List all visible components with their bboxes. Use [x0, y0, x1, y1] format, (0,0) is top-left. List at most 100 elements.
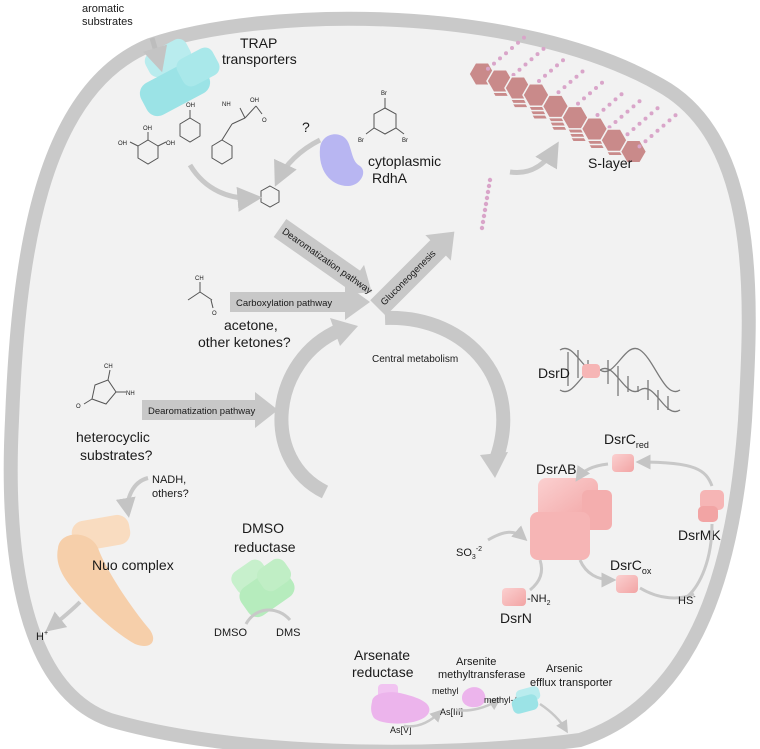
s-layer-glycan-bead: [504, 51, 508, 56]
efflux-out-arrow: [539, 702, 568, 734]
br-1: Br: [381, 91, 387, 97]
s-layer-glycan-bead: [637, 144, 642, 149]
nuo-label: Nuo complex: [92, 557, 174, 573]
rdha-label-2: RdhA: [372, 170, 408, 186]
question-mark: ?: [302, 119, 310, 135]
dmso-reductase-label-2: reductase: [234, 539, 296, 555]
s-layer-glycan-bead: [537, 79, 541, 83]
phenol-structure-icon: [179, 110, 201, 143]
s-layer-glycan-bead: [625, 132, 630, 137]
arsenite-label-2: methyltransferase: [438, 669, 525, 681]
arsenite-label-1: Arsenite: [456, 656, 496, 668]
s-layer-glycan-bead: [673, 113, 678, 118]
s-layer-glycan-bead: [574, 74, 579, 79]
dsrab-to-dsrc-ox-arrow: [578, 559, 617, 588]
nadh-arrow: [115, 476, 149, 518]
arsenic-efflux-label-2: efflux transporter: [530, 677, 613, 689]
heterocyclic-label-2: substrates?: [80, 447, 153, 463]
aromatic-label-2: substrates: [82, 16, 133, 28]
phe-o: O: [262, 118, 267, 124]
s-layer-glycan-bead: [655, 128, 660, 133]
dsrn-icon: [502, 588, 526, 606]
s-layer-glycan-bead: [655, 106, 660, 111]
dearomatization-arrow-2: Dearomatization pathway: [142, 392, 278, 428]
rdha-label-1: cytoplasmic: [368, 153, 441, 169]
het-o: O: [76, 404, 81, 410]
methyl-as-label: methyl-As: [484, 695, 525, 705]
s-layer-icon: [468, 35, 678, 164]
dsrab-to-dsrn-arrow: [529, 559, 544, 592]
s-layer-glycan-bead: [631, 104, 636, 109]
aromatic-to-benzene-arrow: [187, 163, 263, 212]
arsenate-reductase-icon: [371, 684, 430, 724]
s-layer-glycan-bead: [511, 72, 516, 77]
s-layer-glycan-bead: [498, 56, 502, 61]
dsrc-ox-label: DsrCox: [610, 557, 652, 576]
s-layer-glycan-bead: [607, 125, 612, 130]
s-layer-glycan-bead: [643, 139, 648, 144]
s-layer-glycan-bead: [607, 102, 612, 107]
phe-oh: OH: [250, 98, 259, 104]
carboxylation-label: Carboxylation pathway: [236, 298, 332, 309]
dsrab-icon: [530, 478, 612, 560]
dearomatization-label-2: Dearomatization pathway: [148, 406, 255, 417]
methylation-arrow: [455, 697, 502, 712]
s-layer-glycan-bead: [661, 123, 666, 128]
s-layer-glycan-bead: [543, 73, 547, 78]
s-layer-glycan-bead: [486, 66, 490, 71]
heterocycle-structure-icon: [83, 369, 126, 405]
dna-helix-icon: [559, 347, 681, 413]
s-layer-glycan-bead: [649, 134, 654, 138]
nuo-complex-icon: [57, 514, 154, 647]
br-3: Br: [402, 138, 408, 144]
s-layer-glycan-bead: [625, 109, 630, 114]
as5-to-as3-arrow: [403, 709, 443, 728]
hs-label: HS-: [678, 594, 696, 607]
s-layer-glycan-bead: [535, 52, 540, 57]
heterocyclic-label-1: heterocyclic: [76, 429, 150, 445]
s-layer-glycan-bead: [568, 79, 573, 84]
s-layer-glycan-bead: [613, 97, 618, 102]
dmso-label: DMSO: [214, 627, 247, 639]
arsenate-label-1: Arsenate: [354, 647, 410, 663]
s-layer-glycan-bead: [541, 46, 546, 51]
central-metabolism-label: Central metabolism: [372, 354, 458, 365]
dmso-reductase-label-1: DMSO: [242, 520, 284, 536]
pyrogallol-oh-2: OH: [118, 141, 127, 147]
dsrc-red-icon: [612, 454, 634, 472]
br-2: Br: [358, 138, 364, 144]
dsrd-label: DsrD: [538, 365, 570, 381]
carboxylation-arrow: Carboxylation pathway: [230, 284, 370, 320]
s-layer-glycan-bead: [643, 116, 648, 121]
trap-label-1: TRAP: [240, 35, 277, 51]
s-layer-glycan-bead: [562, 85, 567, 90]
s-layer-glycan-bead: [555, 63, 559, 68]
s-layer-glycan-bead: [595, 113, 600, 117]
dsrc-red-to-dsrab-arrow: [575, 462, 609, 482]
s-layer-glycan-bead: [588, 91, 592, 96]
arsenic-efflux-transporter-icon: [511, 686, 541, 714]
acetone-ch3: CH: [195, 276, 204, 282]
dmso-to-dms-arrow: [244, 608, 292, 625]
rdha-to-benzene-arrow: [274, 137, 322, 187]
dms-label: DMS: [276, 627, 300, 639]
dsrmk-label: DsrMK: [678, 527, 721, 543]
het-nh: NH: [126, 391, 135, 397]
phenol-oh: OH: [186, 103, 195, 109]
s-layer-glycan-bead: [619, 92, 624, 97]
dsrmk-down-arrow: [686, 523, 714, 598]
dsrc-red-label: DsrCred: [604, 431, 649, 450]
s-layer-glycan-bead: [580, 69, 585, 74]
pyrogallol-oh-3: OH: [166, 141, 175, 147]
s-layer-glycan-bead: [619, 114, 624, 119]
s-layer-glycan-bead: [601, 107, 606, 112]
acetone-o: O: [212, 311, 217, 317]
as3-label: As[III]: [440, 707, 463, 717]
s-layer-glycan-bead: [649, 111, 654, 116]
s-layer-glycan-bead: [556, 90, 561, 95]
arsenate-label-2: reductase: [352, 664, 414, 680]
acetone-structure-icon: [187, 282, 214, 309]
h-plus-arrow: [45, 600, 82, 632]
dsrn-nh2-label: -NH2: [527, 593, 551, 607]
